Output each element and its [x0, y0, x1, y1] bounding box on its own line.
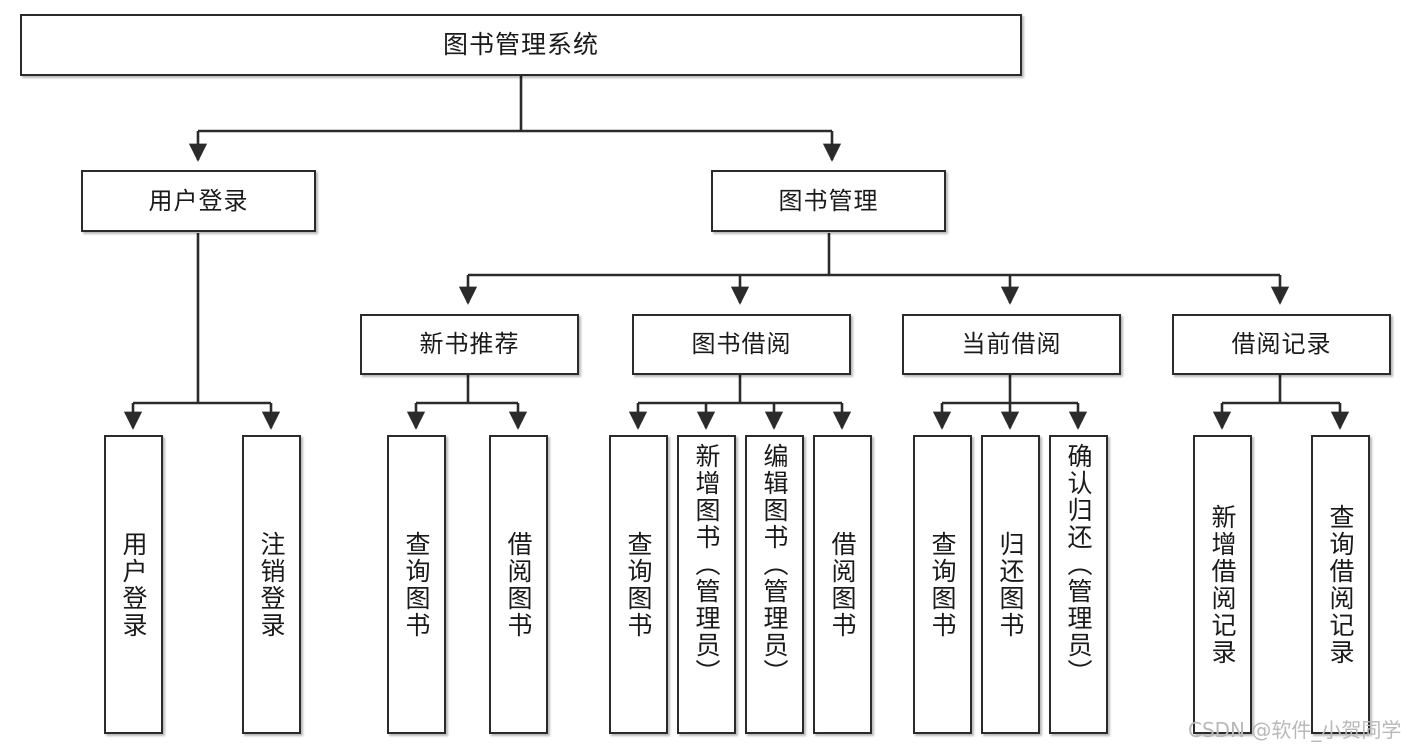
- node-leaf-borrow-book-2[interactable]: 借阅图书: [813, 435, 872, 734]
- node-book-management[interactable]: 图书管理: [711, 170, 946, 232]
- node-label: 新增借阅记录: [1208, 503, 1237, 666]
- node-label: 当前借阅: [961, 330, 1062, 359]
- node-user-login[interactable]: 用户登录: [81, 170, 316, 232]
- node-new-book-recommend[interactable]: 新书推荐: [360, 314, 579, 375]
- node-leaf-add-book[interactable]: 新增图书（管理员）: [677, 435, 736, 734]
- node-label: 新增图书（管理员）: [692, 443, 721, 686]
- node-label: 查询图书: [402, 530, 431, 639]
- node-borrow-record[interactable]: 借阅记录: [1172, 314, 1391, 375]
- node-leaf-query-book-3[interactable]: 查询图书: [913, 435, 972, 734]
- node-book-borrow[interactable]: 图书借阅: [632, 314, 851, 375]
- node-label: 借阅图书: [828, 530, 857, 639]
- node-root-system[interactable]: 图书管理系统: [20, 14, 1022, 76]
- node-label: 图书管理系统: [442, 30, 599, 60]
- node-label: 用户登录: [119, 530, 148, 639]
- node-leaf-add-record[interactable]: 新增借阅记录: [1193, 435, 1252, 734]
- node-label: 归还图书: [996, 530, 1025, 639]
- node-label: 查询借阅记录: [1326, 503, 1355, 666]
- node-label: 借阅记录: [1231, 330, 1332, 359]
- node-label: 查询图书: [928, 530, 957, 639]
- node-label: 图书借阅: [691, 330, 792, 359]
- node-label: 新书推荐: [419, 330, 520, 359]
- node-current-borrow[interactable]: 当前借阅: [902, 314, 1121, 375]
- node-leaf-logout[interactable]: 注销登录: [242, 435, 301, 734]
- node-leaf-borrow-book-1[interactable]: 借阅图书: [489, 435, 548, 734]
- node-label: 用户登录: [148, 186, 249, 215]
- node-leaf-return-book[interactable]: 归还图书: [981, 435, 1040, 734]
- node-label: 图书管理: [778, 186, 879, 215]
- node-leaf-user-login[interactable]: 用户登录: [104, 435, 163, 734]
- watermark-text: CSDN @软件_小贺同学: [1188, 718, 1402, 742]
- node-label: 借阅图书: [504, 530, 533, 639]
- node-leaf-query-record[interactable]: 查询借阅记录: [1311, 435, 1370, 734]
- node-label: 查询图书: [624, 530, 653, 639]
- node-label: 注销登录: [257, 530, 286, 639]
- node-leaf-query-book-2[interactable]: 查询图书: [609, 435, 668, 734]
- node-label: 编辑图书（管理员）: [760, 443, 789, 686]
- node-leaf-confirm-return[interactable]: 确认归还（管理员）: [1049, 435, 1108, 734]
- node-leaf-edit-book[interactable]: 编辑图书（管理员）: [745, 435, 804, 734]
- node-label: 确认归还（管理员）: [1064, 443, 1093, 686]
- node-leaf-query-book-1[interactable]: 查询图书: [387, 435, 446, 734]
